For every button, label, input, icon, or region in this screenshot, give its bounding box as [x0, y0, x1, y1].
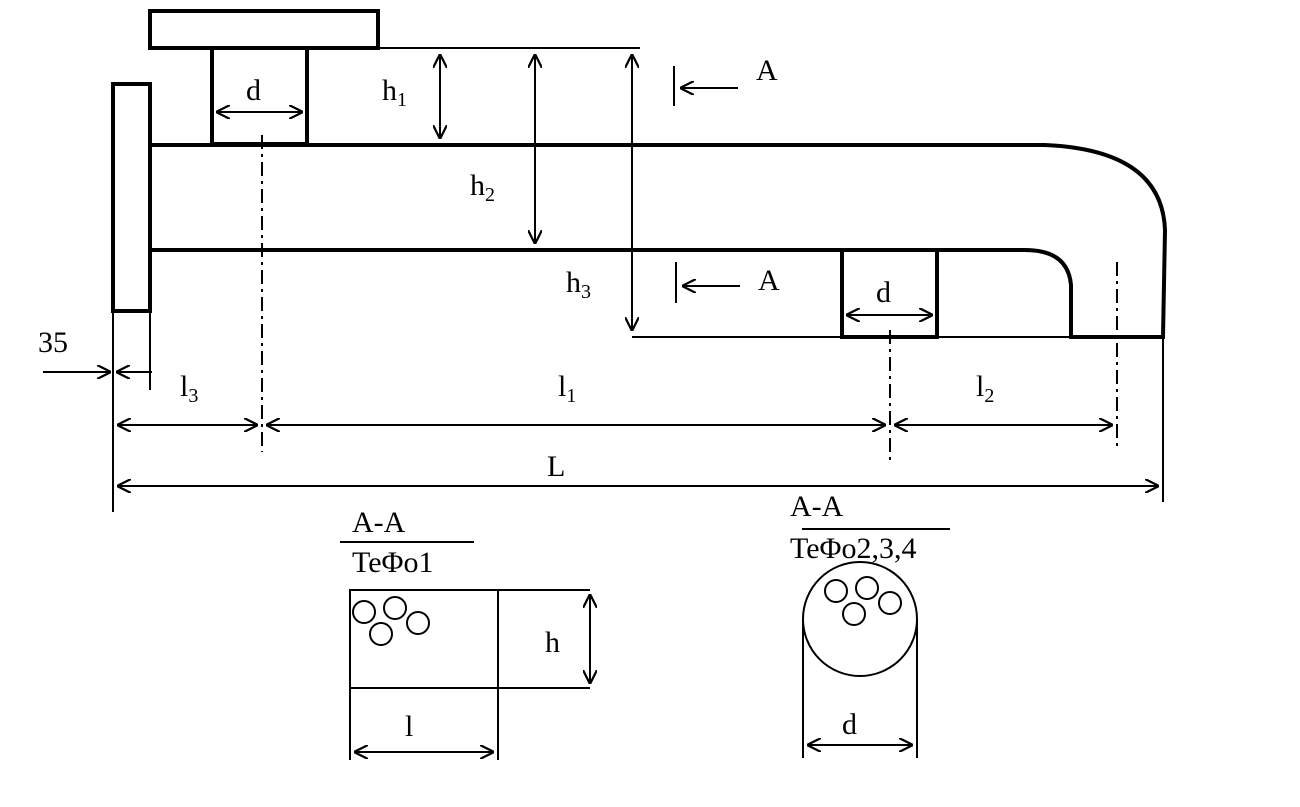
dimension-l2: l2 [894, 370, 1113, 425]
top-terminal-cap [148, 9, 380, 50]
section-title-1: A-A [352, 506, 406, 539]
center-lines [261, 135, 1118, 462]
dimension-h1: h1 [382, 54, 440, 139]
svg-text:h2: h2 [470, 169, 495, 206]
section-view-round: A-A TeΦo2,3,4 d [790, 490, 950, 758]
dimension-h3: h3 [566, 54, 632, 331]
svg-text:d: d [842, 708, 857, 741]
svg-text:h3: h3 [566, 266, 591, 303]
svg-text:h1: h1 [382, 74, 407, 111]
dimension-d-top: d [216, 74, 303, 112]
section-marker-bottom: A [675, 262, 780, 303]
dimension-l3: l3 [117, 370, 258, 425]
svg-text:h: h [545, 626, 560, 659]
svg-text:35: 35 [38, 326, 68, 359]
section-view-rectangular: A-A TeΦo1 h l [340, 506, 590, 760]
dimension-L: L [117, 450, 1159, 486]
dimension-35: 35 [38, 326, 152, 372]
svg-text:A: A [756, 54, 778, 87]
dimension-d-bottom: d [846, 276, 933, 315]
svg-text:L: L [547, 450, 565, 483]
section-title-2: A-A [790, 490, 844, 523]
dimension-h2: h2 [470, 54, 535, 244]
sheath-upper-edge [150, 143, 1168, 339]
svg-text:d: d [876, 276, 891, 309]
flange-plate [111, 82, 152, 313]
svg-text:l2: l2 [976, 370, 994, 407]
heater-body [111, 9, 1168, 339]
extension-lines [112, 47, 1164, 512]
svg-text:l1: l1 [558, 370, 576, 407]
svg-text:l3: l3 [180, 370, 198, 407]
svg-text:A: A [758, 264, 780, 297]
svg-text:l: l [405, 710, 413, 743]
svg-text:d: d [246, 74, 261, 107]
section-marker-top: A [673, 54, 778, 106]
dimension-l1: l1 [266, 370, 886, 425]
section-caption-1: TeΦo1 [352, 546, 433, 579]
section-caption-2: TeΦo2,3,4 [790, 532, 916, 565]
